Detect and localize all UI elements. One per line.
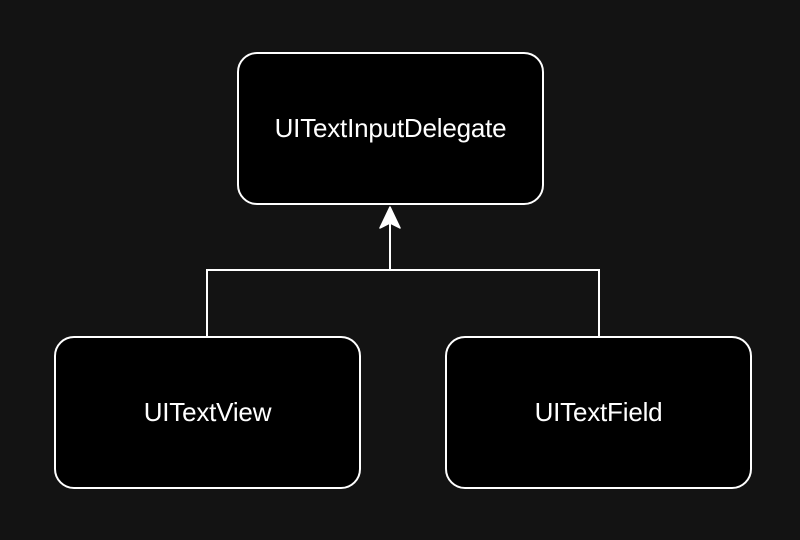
node-uitextfield: UITextField xyxy=(445,336,752,489)
node-label: UITextField xyxy=(534,397,663,427)
arrowhead-icon xyxy=(379,206,401,229)
node-label: UITextView xyxy=(143,397,272,427)
node-label: UITextInputDelegate xyxy=(274,113,507,143)
node-uitextinputdelegate: UITextInputDelegate xyxy=(237,52,544,205)
node-uitextview: UITextView xyxy=(54,336,361,489)
